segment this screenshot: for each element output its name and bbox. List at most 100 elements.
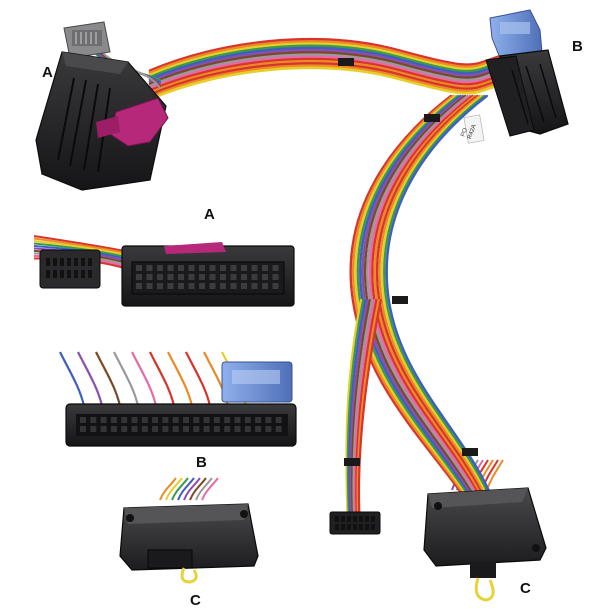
pin-socket [213,417,220,423]
wire [33,235,131,253]
wire [385,94,491,494]
connector-a-top [35,51,169,191]
pin-socket [199,274,205,280]
pin-socket [146,265,153,271]
pin-socket [199,283,205,289]
wire [349,298,369,514]
pin-socket [136,283,142,289]
wire [189,477,207,501]
wire [148,62,507,97]
cable-tie [344,458,360,466]
pin-socket [265,426,272,432]
wire [183,477,201,501]
pin-socket [157,283,163,289]
pin-socket [275,426,282,432]
wire [148,46,507,81]
pin-socket [188,274,195,280]
pin-socket [203,426,210,432]
pin-socket [209,274,216,280]
pin-socket [255,426,262,432]
pin-socket [136,265,142,271]
pin-socket [241,265,247,271]
pin-socket [251,265,258,271]
pin-socket [172,417,179,423]
pin-socket [220,274,226,280]
pin-socket [275,417,282,423]
cable-tie [462,448,478,456]
connector-b-middle [65,361,297,447]
cable-tie [338,58,354,66]
wire [353,298,376,514]
label-c-right: C [520,580,531,597]
wire [148,49,507,83]
pin-socket [167,265,174,271]
wire [148,44,507,79]
wire [177,477,195,501]
wire [195,477,213,501]
wire [352,298,374,514]
pin-socket [262,265,268,271]
pin-socket [244,426,251,432]
pin-socket [193,417,200,423]
connector-b-top [485,9,569,137]
wire [383,94,489,494]
pin-socket [183,426,189,432]
pin-socket [146,283,153,289]
wire [95,351,122,407]
module-c-left [119,503,259,584]
pin-socket [251,283,258,289]
label-a-top: A [42,64,53,81]
pin-socket [131,426,138,432]
wire [148,55,507,90]
module-c-right [423,487,547,602]
pin-socket [167,283,174,289]
wire [33,242,131,259]
small-plug-top-left [63,21,111,59]
wire [77,351,104,407]
pin-socket [141,417,148,423]
wire [148,66,507,101]
pin-socket [230,283,237,289]
wire [346,298,365,514]
pin-socket [162,426,169,432]
wire [185,351,212,407]
wire [148,64,507,99]
wire [345,298,363,514]
pin-socket [100,426,107,432]
wire [356,298,380,514]
wire [149,351,176,407]
pin-socket [224,417,231,423]
pin-socket [136,274,142,280]
pin-socket [121,417,128,423]
wire [148,42,507,77]
pin-socket [255,417,262,423]
wire [171,477,189,501]
wire [33,240,131,257]
pin-socket [220,283,226,289]
pin-socket [230,274,237,280]
pin-socket [220,265,226,271]
wire [59,351,86,407]
pin-socket [141,426,148,432]
pin-socket [121,426,128,432]
pin-socket [234,426,241,432]
label-sticker [463,114,485,144]
pin-socket [224,426,231,432]
pin-socket [265,417,272,423]
cable-tie [424,114,440,122]
pin-socket [234,417,241,423]
pin-socket [203,417,210,423]
pin-socket [157,265,163,271]
wire [354,94,466,494]
pin-socket [262,283,268,289]
pin-socket [178,283,184,289]
wire [348,298,367,514]
wire [159,477,177,501]
pin-socket [162,417,169,423]
wire [165,477,183,501]
pin-socket [110,417,117,423]
wire [357,298,382,514]
pin-socket [188,283,195,289]
small-plug-bottom [329,511,381,535]
